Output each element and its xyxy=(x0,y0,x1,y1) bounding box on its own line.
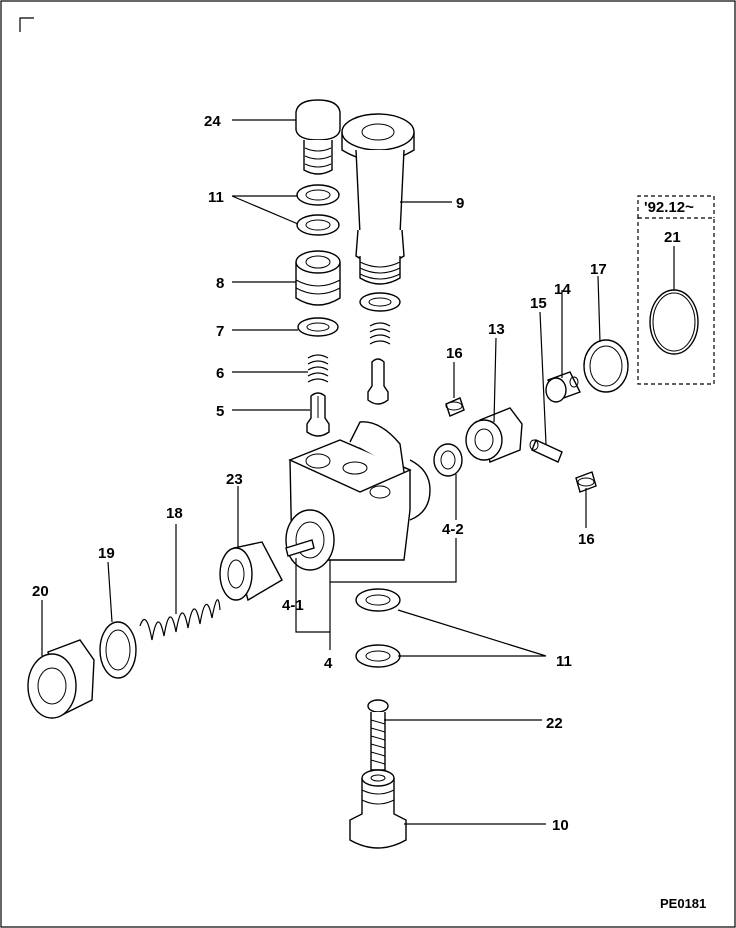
part-15-pin xyxy=(529,439,563,463)
part-16-upper-pin xyxy=(445,397,465,417)
label-14: 14 xyxy=(554,281,571,298)
part-22-screw xyxy=(367,699,389,771)
part-21-o-ring xyxy=(649,289,699,355)
label-21: 21 xyxy=(664,229,681,246)
label-4: 4 xyxy=(324,655,333,672)
part-4-2-seal xyxy=(433,443,463,477)
part-9-priming-pump xyxy=(341,113,415,285)
label-9: 9 xyxy=(456,195,464,212)
part-7-washer xyxy=(297,317,339,337)
part-8-holder xyxy=(295,250,341,306)
part-24-plug xyxy=(295,99,341,175)
part-labels: 24 11 9 8 7 6 5 16 13 15 14 17 21 16 4-2… xyxy=(32,113,706,911)
label-13: 13 xyxy=(488,321,505,338)
label-23: 23 xyxy=(226,471,243,488)
label-15: 15 xyxy=(530,295,547,312)
corner-mark xyxy=(19,17,34,32)
label-6: 6 xyxy=(216,365,224,382)
part-20-nut xyxy=(27,639,95,719)
part-14-roller xyxy=(545,371,581,403)
label-11-upper: 11 xyxy=(208,189,224,206)
label-7: 7 xyxy=(216,323,224,340)
label-16-lower: 16 xyxy=(578,531,595,548)
part-17-snap-ring xyxy=(583,339,629,393)
label-19: 19 xyxy=(98,545,115,562)
label-11-lower: 11 xyxy=(556,653,572,670)
part-19-gasket xyxy=(99,621,137,679)
part-5-valve xyxy=(306,392,330,437)
part-9-washer xyxy=(359,292,401,312)
part-16-lower-pin xyxy=(575,471,597,493)
part-10-bolt xyxy=(349,769,407,849)
label-5: 5 xyxy=(216,403,224,420)
label-20: 20 xyxy=(32,583,49,600)
label-18: 18 xyxy=(166,505,183,522)
leader-lines xyxy=(41,119,675,825)
part-13-tappet xyxy=(465,407,523,463)
label-10: 10 xyxy=(552,817,569,834)
label-4-1: 4-1 xyxy=(282,597,304,614)
variant-box xyxy=(637,195,715,385)
part-11-lower-washers xyxy=(355,588,401,668)
figure-code: PE0181 xyxy=(660,896,706,911)
label-4-2: 4-2 xyxy=(442,521,464,538)
label-24: 24 xyxy=(204,113,221,130)
part-18-spring xyxy=(139,599,221,641)
label-17: 17 xyxy=(590,261,607,278)
part-23-sleeve xyxy=(219,541,283,602)
label-8: 8 xyxy=(216,275,224,292)
part-11-upper-washers xyxy=(296,184,340,236)
part-9-valve xyxy=(367,358,389,405)
variant-box-label: '92.12~ xyxy=(644,199,694,216)
part-9-spring xyxy=(369,322,391,345)
part-6-spring xyxy=(307,354,329,384)
label-22: 22 xyxy=(546,715,563,732)
label-16-upper: 16 xyxy=(446,345,463,362)
part-4-pump-body xyxy=(285,421,431,571)
